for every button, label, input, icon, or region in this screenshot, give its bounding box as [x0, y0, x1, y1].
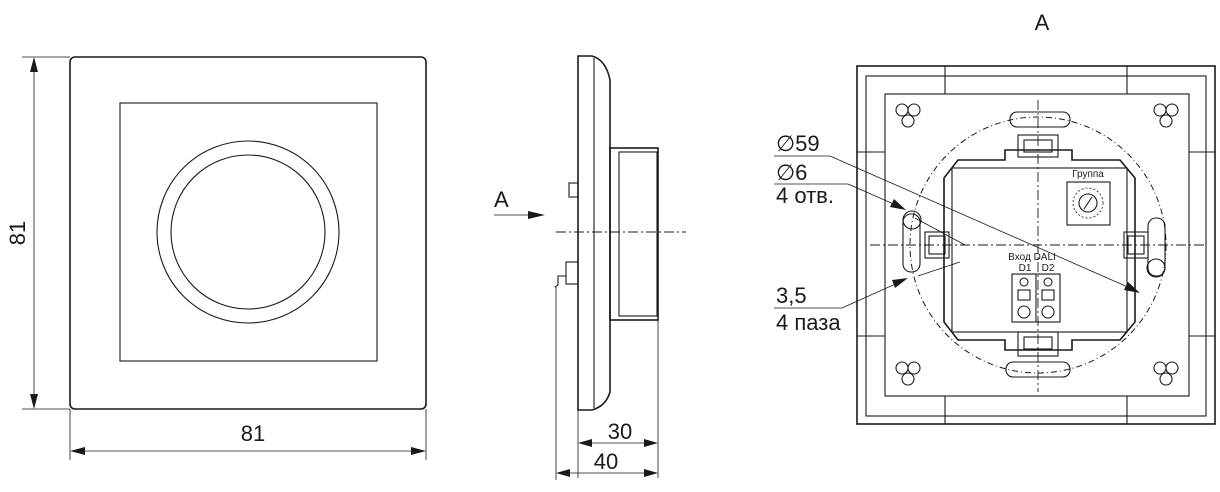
rear-slot-left: [902, 213, 921, 273]
label-holes-count: 4 отв.: [776, 183, 834, 208]
label-hole-diameter: ∅6: [776, 160, 807, 185]
rear-module: [943, 149, 1136, 351]
side-dim-40: 40: [594, 449, 618, 474]
label-slot-size: 3,5: [776, 283, 807, 308]
dali-input-label: Вход DALI: [1008, 252, 1056, 263]
rear-view-title: A: [1035, 10, 1050, 35]
side-mechanism: [609, 147, 659, 321]
terminal-d1-label: D1: [1019, 263, 1032, 274]
front-frame-outer: [69, 56, 427, 410]
front-view: 81 81: [5, 56, 427, 460]
front-frame-inner: [119, 102, 378, 362]
corner-hole-icon: [1153, 103, 1179, 128]
terminal-d2-label: D2: [1042, 263, 1055, 274]
front-knob-ring: [156, 140, 340, 324]
group-switch: [1066, 181, 1111, 226]
side-frame-profile: [577, 55, 611, 411]
rear-slot-bottom: [1005, 361, 1071, 378]
front-dim-width: 81: [241, 421, 265, 446]
side-dim-30: 30: [608, 419, 632, 444]
side-view: A 30 40: [494, 55, 686, 480]
front-dim-height: 81: [5, 221, 30, 245]
rear-slot-top: [1009, 111, 1071, 128]
group-label: Группа: [1072, 169, 1104, 180]
rear-frame-outer: [856, 65, 1216, 425]
front-knob: [170, 154, 326, 310]
label-diameter-59: ∅59: [776, 131, 820, 156]
corner-hole-icon: [1153, 361, 1179, 386]
corner-hole-icon: [895, 361, 921, 386]
dali-terminal: [1011, 273, 1061, 323]
rear-slot-right: [1147, 217, 1166, 277]
rear-view: A: [774, 10, 1216, 425]
label-slots-count: 4 паза: [776, 310, 841, 335]
corner-hole-icon: [895, 103, 921, 128]
side-view-marker: A: [494, 187, 509, 212]
